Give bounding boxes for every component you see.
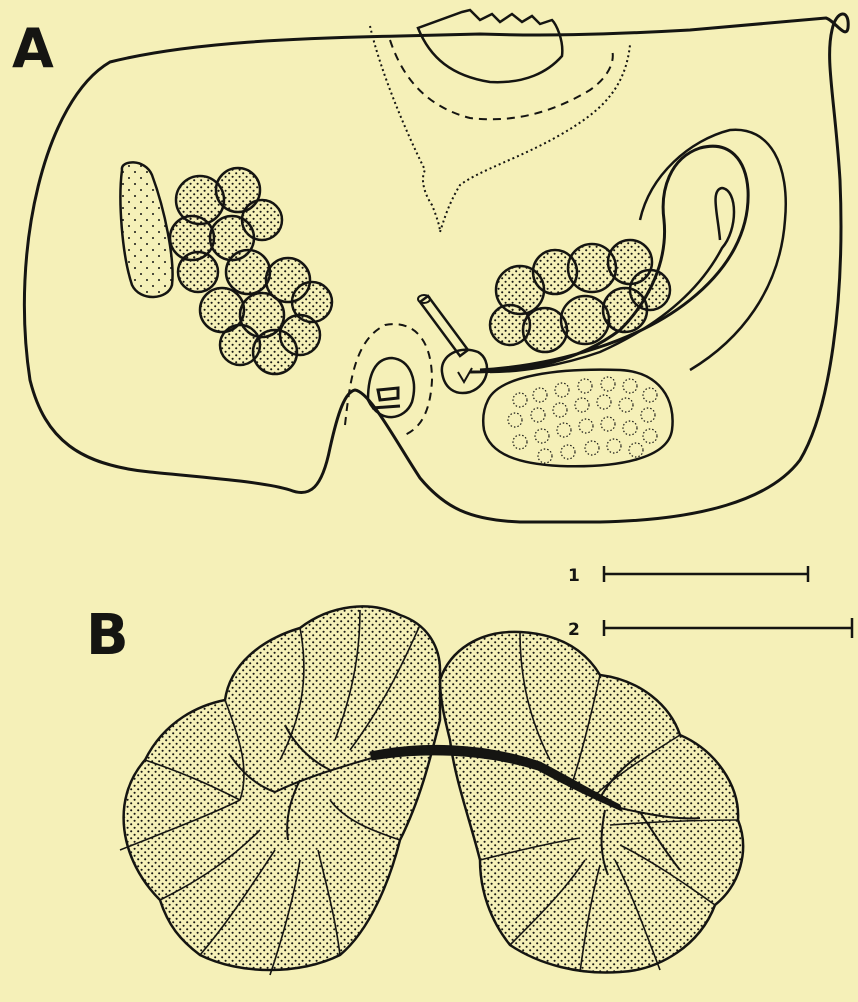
top-frilled-body [418, 10, 562, 82]
panel-a-section [24, 10, 848, 522]
stippled-oval-organ [120, 162, 172, 297]
panel-b-gland [120, 606, 743, 975]
dashed-lining [390, 40, 613, 119]
scale-bar-2-label: 2 [568, 620, 580, 640]
right-lobed-gland [490, 240, 670, 352]
short-duct [420, 296, 468, 356]
gland-lobes-right [440, 632, 743, 973]
panel-label-b: B [86, 608, 129, 664]
panel-label-a: A [12, 22, 54, 76]
left-lobed-gland [170, 168, 332, 374]
central-dashed-cavity [345, 324, 432, 435]
scale-bar-2 [604, 618, 852, 638]
dotted-tissue-boundary [370, 26, 630, 232]
egg-mass [483, 370, 672, 467]
egg-rings [508, 377, 657, 463]
scale-bar-1 [604, 566, 808, 582]
scale-bar-1-label: 1 [568, 566, 580, 586]
